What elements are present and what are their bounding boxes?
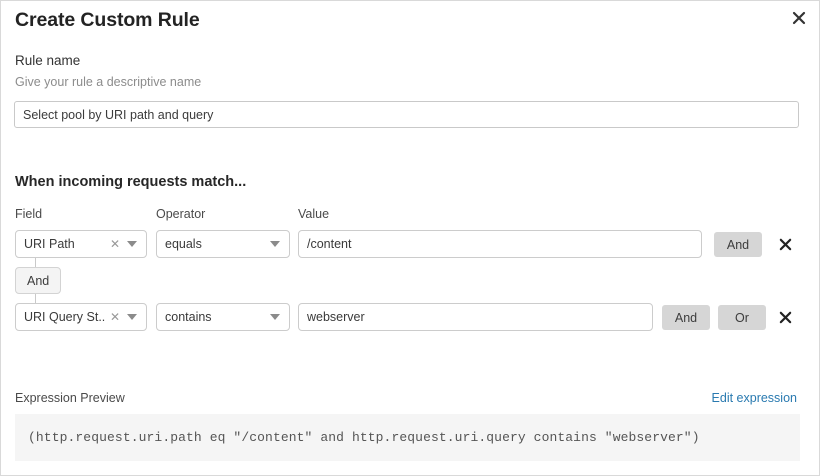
match-section-heading: When incoming requests match... [15, 174, 247, 190]
and-button-2[interactable]: And [662, 305, 710, 330]
value-input-1[interactable] [298, 230, 702, 258]
column-label-operator: Operator [156, 207, 206, 221]
rule-name-input[interactable] [14, 101, 799, 128]
rule-name-label: Rule name [15, 53, 81, 68]
condition-connector: And [15, 258, 135, 304]
operator-select-1[interactable]: equals [156, 230, 290, 258]
condition-row: URI Query St... ✕ contains And Or [1, 303, 819, 331]
close-icon [779, 311, 791, 323]
chevron-down-icon [125, 314, 146, 320]
expression-preview-box: (http.request.uri.path eq "/content" and… [15, 414, 800, 461]
value-input-2[interactable] [298, 303, 653, 331]
expression-preview-label: Expression Preview [15, 391, 125, 405]
operator-select-1-value: equals [165, 237, 202, 251]
or-button-2[interactable]: Or [718, 305, 766, 330]
field-select-1-value: URI Path [24, 237, 75, 251]
expression-preview-code: (http.request.uri.path eq "/content" and… [28, 430, 700, 445]
close-dialog-button[interactable] [788, 7, 810, 29]
field-select-1[interactable]: URI Path ✕ [15, 230, 147, 258]
and-button-1[interactable]: And [714, 232, 762, 257]
operator-select-2-value: contains [165, 310, 212, 324]
chevron-down-icon [268, 241, 289, 247]
page-title: Create Custom Rule [15, 9, 200, 31]
column-label-field: Field [15, 207, 43, 221]
condition-row: URI Path ✕ equals And [1, 230, 819, 258]
connector-line-bottom [35, 294, 36, 304]
column-label-value: Value [298, 207, 330, 221]
connector-line-top [35, 258, 36, 267]
clear-icon[interactable]: ✕ [109, 310, 120, 324]
chevron-down-icon [125, 241, 146, 247]
delete-condition-button-2[interactable] [775, 307, 795, 327]
connector-and-badge[interactable]: And [15, 267, 62, 294]
delete-condition-button-1[interactable] [775, 234, 795, 254]
operator-select-2[interactable]: contains [156, 303, 290, 331]
dialog-header: Create Custom Rule [1, 1, 819, 45]
chevron-down-icon [268, 314, 289, 320]
edit-expression-link[interactable]: Edit expression [711, 391, 797, 405]
close-icon [792, 11, 806, 25]
rule-name-description: Give your rule a descriptive name [15, 75, 202, 89]
close-icon [779, 238, 791, 250]
field-select-2[interactable]: URI Query St... ✕ [15, 303, 147, 331]
clear-icon[interactable]: ✕ [109, 237, 120, 251]
field-select-2-value: URI Query St... [24, 310, 105, 324]
